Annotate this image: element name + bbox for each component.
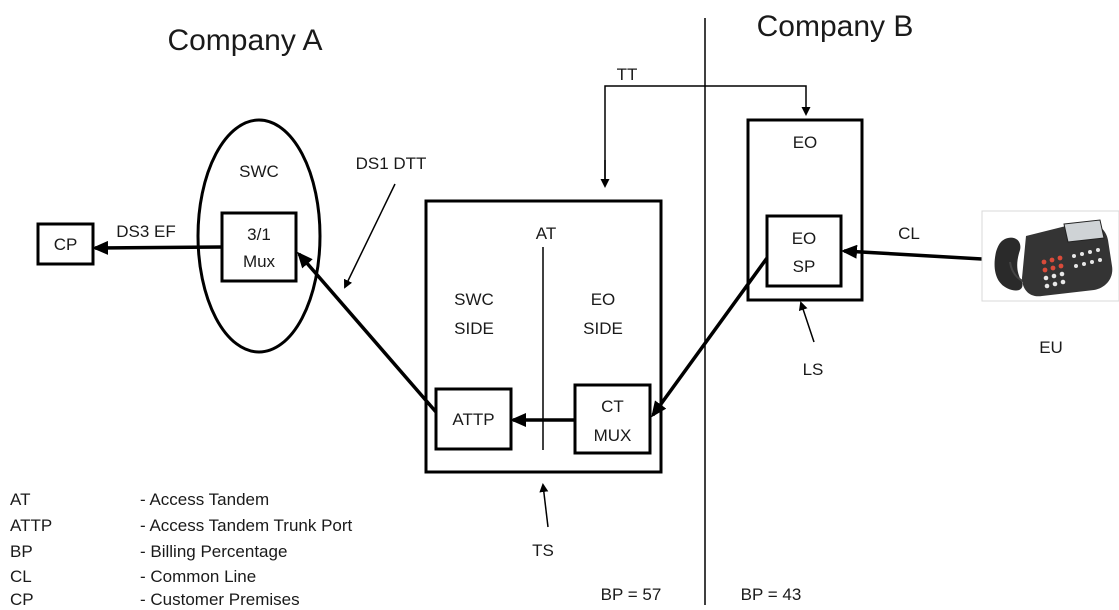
company-a-heading: Company A bbox=[167, 24, 322, 57]
at-label: AT bbox=[536, 224, 556, 243]
bp-right: BP = 43 bbox=[741, 585, 802, 604]
legend-def: - Access Tandem bbox=[140, 490, 270, 509]
eo-label: EO bbox=[793, 133, 818, 152]
cp-label: CP bbox=[54, 235, 78, 254]
ds3-ef-label: DS3 EF bbox=[116, 222, 176, 241]
ts-pointer bbox=[539, 483, 549, 528]
ct-label-2: MUX bbox=[594, 426, 632, 445]
eo-sp-to-ct-arrow bbox=[651, 256, 769, 418]
legend-abbr: CP bbox=[10, 590, 34, 609]
cl-label: CL bbox=[898, 224, 920, 243]
eo-sp-box bbox=[765, 214, 843, 288]
company-b-heading: Company B bbox=[757, 10, 914, 43]
cl-arrow bbox=[841, 244, 983, 261]
telephone-icon bbox=[981, 210, 1119, 302]
swc-side-label-1: SWC bbox=[454, 290, 494, 309]
eo-sp-label-1: EO bbox=[792, 229, 817, 248]
attp-to-mux-arrow bbox=[297, 251, 438, 414]
ct-label-1: CT bbox=[601, 397, 624, 416]
legend-def: - Billing Percentage bbox=[140, 542, 288, 561]
ds1-dtt-pointer bbox=[344, 183, 396, 289]
ds1-dtt-label: DS1 DTT bbox=[356, 154, 427, 173]
eo-side-label-1: EO bbox=[591, 290, 616, 309]
eu-label: EU bbox=[1039, 338, 1063, 357]
legend-def: - Common Line bbox=[140, 567, 257, 586]
tt-connector bbox=[604, 85, 811, 185]
attp-label: ATTP bbox=[452, 410, 494, 429]
legend-abbr: BP bbox=[10, 542, 33, 561]
legend-abbr: AT bbox=[10, 490, 31, 509]
swc-label: SWC bbox=[239, 162, 279, 181]
ts-label: TS bbox=[532, 541, 554, 560]
legend-def: - Customer Premises bbox=[140, 590, 300, 609]
eo-sp-label-2: SP bbox=[793, 257, 816, 276]
legend-abbr: ATTP bbox=[10, 516, 53, 535]
ls-pointer bbox=[798, 301, 815, 343]
swc-side-label-2: SIDE bbox=[454, 319, 494, 338]
mux-label-1: 3/1 bbox=[247, 225, 271, 244]
mux-box bbox=[220, 211, 298, 283]
ds3-ef-arrow bbox=[92, 240, 223, 255]
ls-label: LS bbox=[803, 360, 824, 379]
legend-abbr: CL bbox=[10, 567, 32, 586]
legend-def: - Access Tandem Trunk Port bbox=[140, 516, 353, 535]
bp-left: BP = 57 bbox=[601, 585, 662, 604]
tt-label: TT bbox=[617, 65, 638, 84]
ct-mux-box bbox=[573, 383, 652, 455]
mux-label-2: Mux bbox=[243, 252, 276, 271]
eo-side-label-2: SIDE bbox=[583, 319, 623, 338]
